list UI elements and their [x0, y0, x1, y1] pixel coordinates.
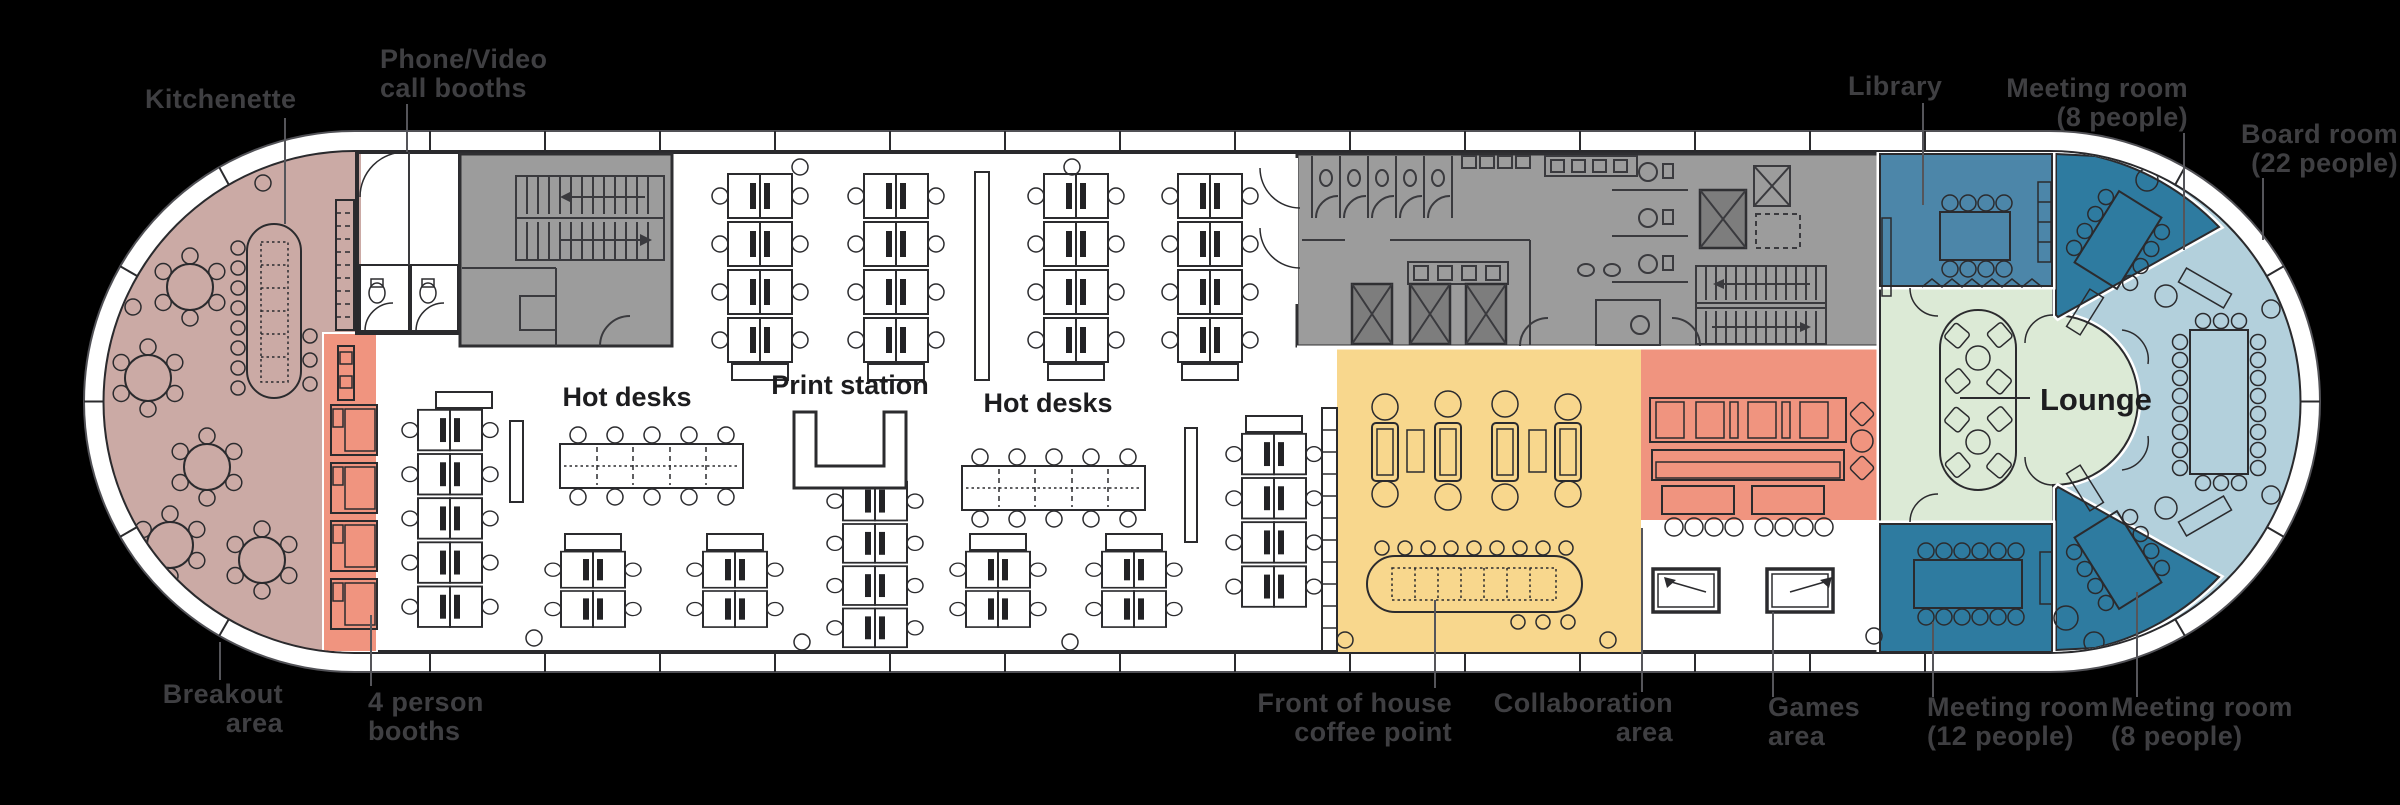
label-breakout-line1: Breakout	[163, 679, 283, 709]
facade-mullion-ticks	[84, 131, 2320, 672]
collaboration-furniture	[1649, 397, 1875, 537]
label-collaboration-line1: Collaboration	[1494, 688, 1673, 718]
core-door-notch	[1260, 158, 1298, 304]
label-kitchenette: Kitchenette	[145, 84, 296, 114]
booth-units	[330, 345, 378, 630]
core-detail	[1302, 155, 1827, 347]
divider-screen	[509, 420, 524, 503]
toilet-room	[410, 264, 459, 332]
divider-screen	[1184, 427, 1198, 543]
zone-front-of-house	[1337, 346, 1641, 652]
desk-cluster	[401, 158, 1338, 652]
label-front-of-house-line1: Front of house	[1257, 688, 1452, 718]
label-meeting-8-line2: (8 people)	[2111, 721, 2243, 751]
label-breakout-line2: area	[226, 708, 284, 738]
print-station-counter	[792, 410, 908, 490]
label-meeting-8-line1: Meeting room	[2111, 692, 2293, 722]
front-of-house-furniture	[1336, 390, 1617, 649]
label-games-line1: Games	[1768, 692, 1860, 722]
label-games-line2: area	[1768, 721, 1826, 751]
label-lounge: Lounge	[2040, 382, 2152, 417]
label-board-line2: (22 people)	[2251, 148, 2398, 178]
label-phone-line1: Phone/Video	[380, 44, 547, 74]
meeting-12-furniture	[1913, 542, 2053, 626]
label-booths-line1: 4 person	[368, 687, 484, 717]
label-meeting-12-line2: (12 people)	[1927, 721, 2074, 751]
leader-lines	[219, 103, 2264, 697]
zone-collaboration-area	[1641, 346, 1878, 520]
label-meeting-top-line1: Meeting room	[2006, 73, 2188, 103]
label-hot-desks-left: Hot desks	[562, 382, 691, 412]
label-meeting-12-line1: Meeting room	[1927, 692, 2109, 722]
label-front-of-house-line2: coffee point	[1294, 717, 1452, 747]
breakout-furniture	[112, 174, 355, 600]
flexible-wall-zigzag	[1921, 278, 2043, 288]
label-phone-line2: call booths	[380, 73, 527, 103]
label-meeting-top-line2: (8 people)	[2056, 102, 2188, 132]
library-furniture	[1881, 181, 2052, 297]
zone-stair-block	[458, 152, 674, 348]
games-tables	[1651, 567, 1883, 645]
elevator-bank	[1350, 188, 1748, 346]
divider-screen	[974, 171, 990, 381]
shelf-unit	[335, 199, 355, 331]
lounge-furniture	[1939, 309, 2030, 491]
label-hot-desks-right: Hot desks	[983, 388, 1112, 418]
locker-strip	[1321, 407, 1338, 652]
zone-meeting-room-12	[1879, 523, 2053, 652]
zone-meeting-room-8-bottom	[2055, 485, 2221, 652]
meeting-8-bottom-furniture	[2053, 464, 2176, 652]
label-board-line1: Board room	[2241, 119, 2398, 149]
phone-booth-rooms	[364, 152, 445, 332]
toilet-room	[359, 264, 410, 332]
stair-block-detail	[462, 175, 665, 347]
label-print-station: Print station	[771, 370, 929, 400]
board-room-furniture	[2154, 267, 2281, 537]
zone-library	[1879, 153, 2053, 287]
kitchenette-counter	[230, 223, 318, 399]
coffee-point-counter	[1366, 540, 1583, 630]
label-library: Library	[1848, 71, 1942, 101]
zone-lounge	[1879, 287, 2139, 523]
label-booths-line2: booths	[368, 716, 460, 746]
lounge-door-arcs	[359, 152, 2150, 523]
label-collaboration-line2: area	[1616, 717, 1674, 747]
